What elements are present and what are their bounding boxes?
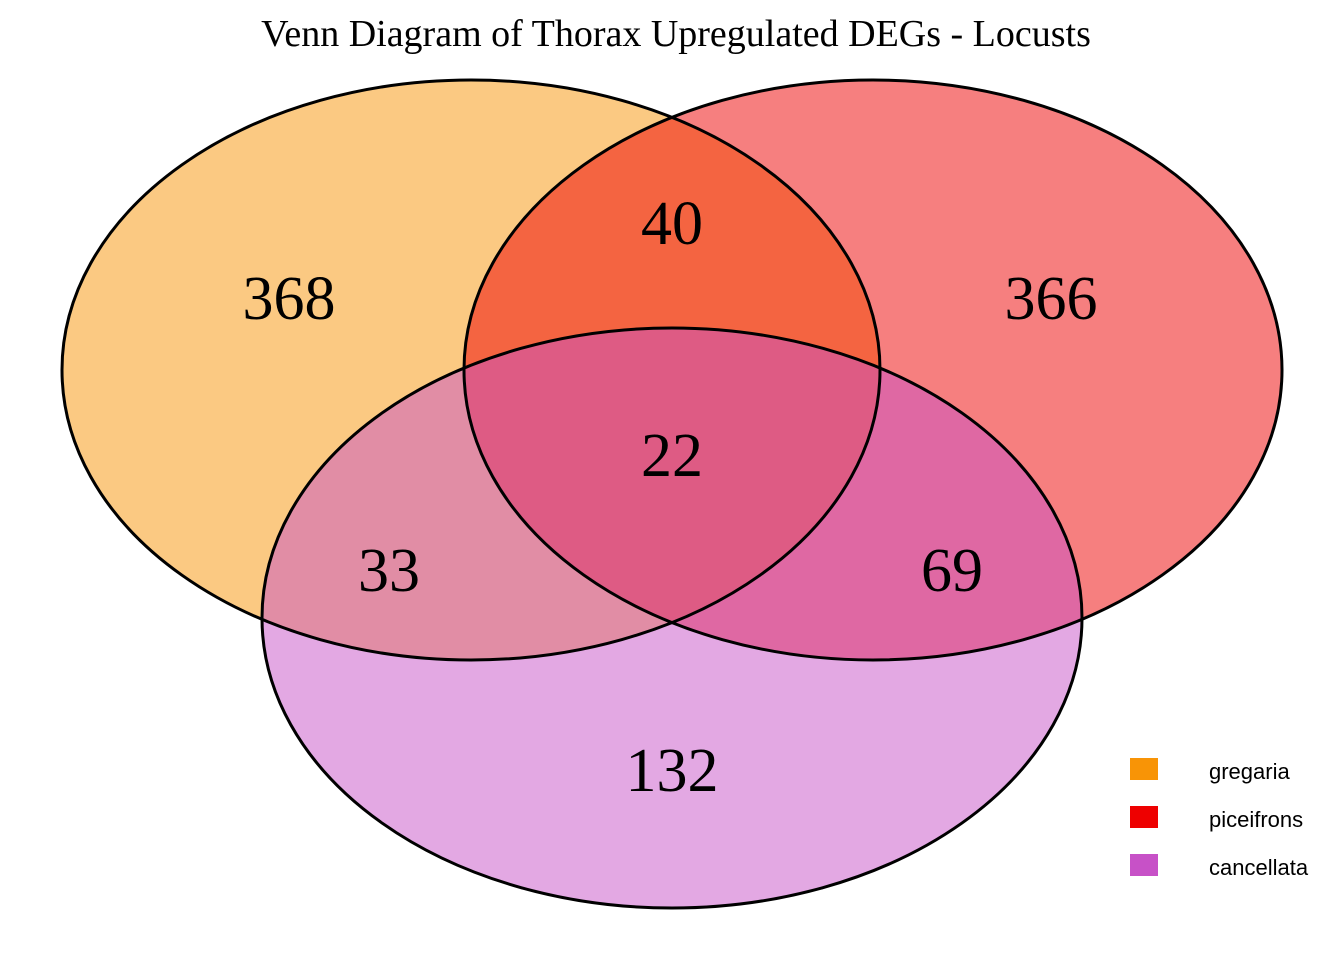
region-count-piceifrons: 366 [1005, 265, 1098, 333]
legend-label-cancellata: cancellata [1209, 855, 1309, 880]
legend: gregaria piceifrons cancellata [1130, 758, 1309, 880]
cancellata-ellipse-fill [262, 328, 1082, 908]
piceifrons-ellipse-outline [462, 78, 1284, 662]
legend-label-gregaria: gregaria [1209, 759, 1290, 784]
region-count-piceifrons-cancellata: 69 [921, 537, 983, 605]
legend-label-piceifrons: piceifrons [1209, 807, 1303, 832]
venn-fills [62, 80, 1282, 908]
region-counts: 368 366 40 22 33 69 132 [243, 190, 1098, 805]
region-count-gregaria-cancellata: 33 [358, 537, 420, 605]
cancellata-ellipse-outline [260, 326, 1084, 910]
region-count-gregaria: 368 [243, 265, 336, 333]
gregaria-ellipse-outline [60, 78, 882, 662]
region-count-gregaria-piceifrons: 40 [641, 190, 703, 258]
region-count-all-three: 22 [641, 422, 703, 490]
venn-outlines [60, 78, 1284, 910]
legend-swatch-cancellata [1130, 854, 1158, 876]
region-count-cancellata: 132 [626, 737, 719, 805]
legend-swatch-gregaria [1130, 758, 1158, 780]
legend-swatch-piceifrons [1130, 806, 1158, 828]
chart-title: Venn Diagram of Thorax Upregulated DEGs … [261, 13, 1091, 55]
